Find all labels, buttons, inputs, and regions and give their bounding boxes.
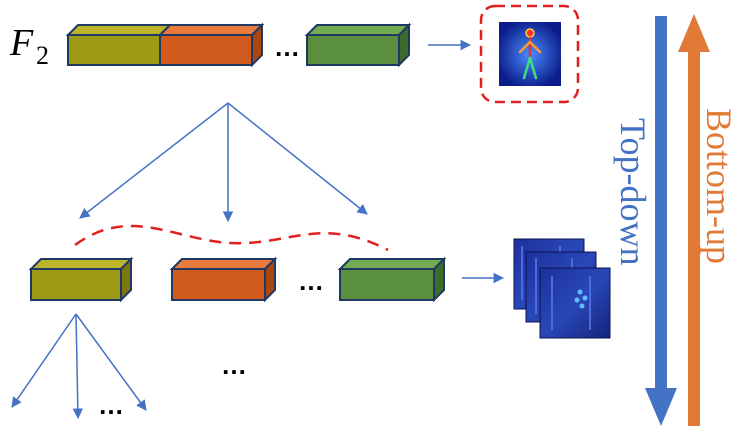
bottom-up-label: Bottom-up [699, 108, 739, 264]
bottom-fan-arrows [11, 313, 147, 420]
frame-keypoint [574, 297, 580, 303]
frame-keypoint [582, 295, 588, 301]
svg-text:2: 2 [36, 41, 49, 70]
human-silhouette [518, 28, 542, 80]
svg-text:F: F [9, 22, 34, 64]
bottom-up-arrow [678, 14, 710, 426]
top-fan-arrows [79, 102, 368, 223]
grouping-wave [74, 224, 389, 252]
middle-cube-olive [28, 256, 134, 303]
middle-row-ellipsis: … [298, 266, 324, 296]
middle-feature-row: … [28, 256, 447, 303]
top-down-label: Top-down [613, 118, 653, 265]
top-down-arrow [645, 16, 677, 426]
bottom-fan-ellipsis: … [98, 390, 124, 420]
frame-keypoint [577, 289, 583, 295]
frame-front [539, 267, 611, 339]
middle-cube-green [337, 256, 447, 303]
heatmap-highlight-box [479, 4, 580, 104]
top-cube-green [304, 22, 412, 68]
top-row-ellipsis: … [274, 32, 300, 62]
bottom-row-ellipsis: … [221, 350, 247, 380]
top-cube-orange [157, 22, 265, 68]
pose-heatmap [479, 4, 580, 104]
middle-cube-orange [169, 256, 278, 303]
top-cube-olive [65, 24, 173, 66]
top-feature-row: … [65, 22, 412, 68]
stacked-frames [513, 238, 611, 339]
feature-label-f2: F 2 [9, 22, 49, 70]
frame-keypoint [579, 303, 585, 309]
